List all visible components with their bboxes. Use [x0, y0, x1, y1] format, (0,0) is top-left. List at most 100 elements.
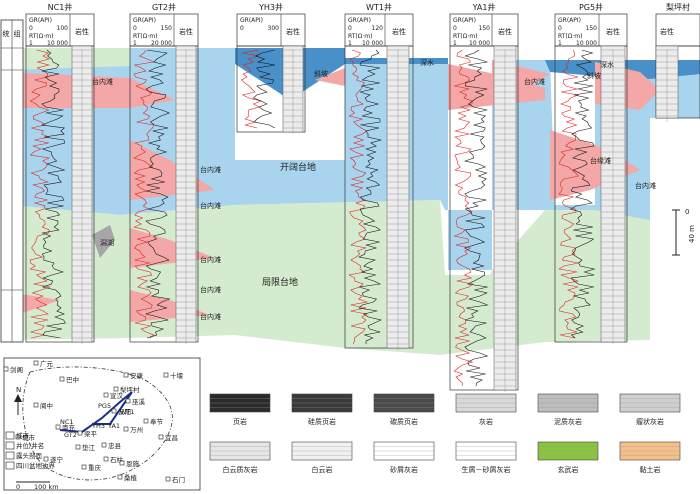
- rt-curve: [40, 49, 66, 339]
- legend-label: 玄武岩: [558, 465, 579, 474]
- map-place: 恩施: [126, 459, 140, 468]
- well-name: YH3井: [258, 2, 283, 12]
- legend-item: 碳质页岩: [373, 393, 435, 426]
- facies-label: 深水: [600, 60, 614, 69]
- facies-label: 台内滩: [524, 77, 545, 86]
- rt-max: 20 000: [151, 40, 172, 47]
- map-place: 安康: [130, 371, 144, 380]
- legend-item: 玄武岩: [537, 441, 599, 474]
- zone-label-restricted-platform: 局限台地: [262, 276, 298, 288]
- gr-min: 0: [29, 25, 33, 32]
- facies-label: 斜坡: [587, 71, 601, 80]
- lith-header: 岩性: [179, 27, 193, 36]
- group-header: 组: [14, 29, 21, 38]
- gr-label: GR(API): [558, 17, 581, 24]
- legend-label: 瘤状灰岩: [636, 417, 664, 426]
- legend-item: 黏土岩: [619, 441, 681, 474]
- rt-max: 10 000: [47, 40, 68, 47]
- lagoon: [92, 225, 115, 258]
- shoal-8: [550, 130, 640, 200]
- map-scale-start: 0: [16, 483, 20, 491]
- rt-max: 10 000: [576, 40, 597, 47]
- well-name: GT2井: [152, 2, 176, 12]
- gr-min: 0: [240, 25, 244, 32]
- facies-label: 潟湖: [100, 238, 114, 247]
- scale-bar-bottom: 40 m: [688, 225, 696, 243]
- legend-item: 白云质灰岩: [209, 441, 271, 474]
- facies-label: 台内滩: [200, 285, 221, 294]
- rt-label: RT(Ω·m): [348, 33, 372, 40]
- map-place: 巫溪: [132, 397, 146, 406]
- lith-header: 岩性: [286, 27, 300, 36]
- map-place: 重庆: [88, 463, 102, 472]
- gr-curve: [558, 49, 580, 339]
- lith-header: 岩性: [498, 27, 512, 36]
- map-place: 十堰: [170, 371, 184, 380]
- rt-max: 10 000: [469, 40, 490, 47]
- rt-curve: [569, 49, 596, 339]
- map-well: WT1: [120, 408, 135, 416]
- legend-label: 灰岩: [479, 417, 493, 426]
- facies-label: 斜坡: [314, 69, 328, 78]
- gr-label: GR(API): [29, 17, 52, 24]
- well-name: PG5井: [579, 2, 603, 12]
- map-place: 巴中: [66, 375, 79, 384]
- legend-item: 泥质灰岩: [537, 393, 599, 426]
- facies-labels: 台内滩台内滩台内滩台内滩台内滩台内滩台内滩台内滩台缘滩斜坡斜坡潟湖深水深水: [92, 58, 656, 321]
- lith-header: 岩性: [75, 27, 89, 36]
- gr-label: GR(API): [453, 17, 476, 24]
- legend-label: 砂屑灰岩: [390, 465, 418, 474]
- north-arrow: N: [14, 386, 22, 415]
- map-place: 遂宁: [50, 455, 64, 464]
- rt-max: 10 000: [362, 40, 383, 47]
- rt-curve: [463, 49, 489, 387]
- legend-item: 硅质页岩: [291, 393, 353, 426]
- system-header: 统: [3, 29, 10, 38]
- facies-background: [8, 48, 700, 355]
- facies-label: 台内滩: [200, 201, 221, 210]
- map-place: 剑阁: [10, 365, 23, 374]
- rt-min: 1: [29, 40, 33, 47]
- lithology-legend: 页岩硅质页岩碳质页岩灰岩泥质灰岩瘤状灰岩白云质灰岩白云岩砂屑灰岩生屑－砂屑灰岩玄…: [209, 393, 681, 474]
- lith-header: 岩性: [392, 27, 406, 36]
- rt-label: RT(Ω·m): [558, 33, 582, 40]
- rt-label: RT(Ω·m): [133, 33, 157, 40]
- gr-curve: [241, 49, 262, 129]
- rt-label: RT(Ω·m): [453, 33, 477, 40]
- map-place: 桑植: [124, 473, 138, 482]
- gr-max: 150: [586, 25, 598, 32]
- gr-curve: [29, 49, 51, 339]
- map-place: 广元: [40, 359, 54, 368]
- map-well: YA1: [107, 422, 120, 430]
- rt-min: 1: [133, 40, 137, 47]
- legend-label: 生屑－砂屑灰岩: [462, 465, 511, 474]
- slope-1: [315, 68, 345, 86]
- map-place: 梁平: [84, 429, 98, 438]
- legend-label: 黏土岩: [640, 465, 661, 474]
- rt-min: 1: [453, 40, 457, 47]
- gr-min: 0: [133, 25, 137, 32]
- map-legend-item: 四川盆地边界: [16, 461, 56, 470]
- map-legend-item: 城市: [16, 431, 30, 440]
- legend-item: 生屑－砂屑灰岩: [455, 441, 517, 474]
- legend-label: 白云岩: [312, 465, 333, 474]
- gr-min: 0: [453, 25, 457, 32]
- legend-item: 灰岩: [455, 393, 517, 426]
- well-name: WT1井: [366, 2, 392, 12]
- gr-max: 100: [57, 25, 69, 32]
- gr-min: 0: [348, 25, 352, 32]
- well-name: 梨坪村: [666, 2, 690, 12]
- gr-curve: [453, 49, 474, 387]
- legend-item: 白云岩: [291, 441, 353, 474]
- rt-min: 1: [348, 40, 352, 47]
- map-legend-item: 露头剖面: [16, 451, 43, 460]
- map-scale-end: 100 km: [34, 483, 59, 491]
- map-place: 云阳: [118, 407, 131, 416]
- gr-max: 150: [479, 25, 491, 32]
- rt-min: 1: [558, 40, 562, 47]
- legend-item: 砂屑灰岩: [373, 441, 435, 474]
